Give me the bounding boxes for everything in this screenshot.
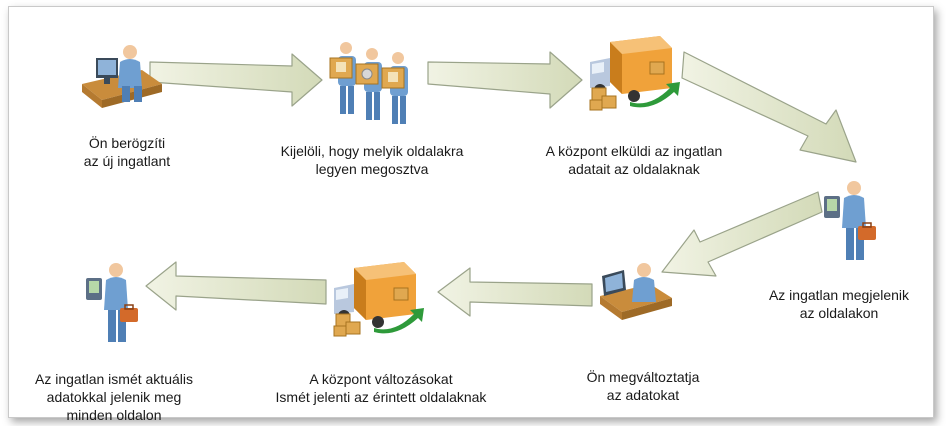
delivery-truck-icon-2 [333,262,424,337]
desk-user-icon-2 [600,263,672,320]
step6-line2: Ismét jelenti az érintett oldalaknak [275,389,487,405]
step4-label: Az ingatlan megjelenik az oldalakon [756,286,922,322]
step2-line1: Kijelöli, hogy melyik oldalakra [280,143,464,159]
flow-arrow-6 [145,261,327,311]
step1-line1: Ön berögzíti [88,135,166,151]
delivery-truck-icon [589,36,680,111]
step4-line1: Az ingatlan megjelenik [768,287,910,303]
step5-line1: Ön megváltoztatja [586,369,700,385]
step7-line1: Az ingatlan ismét aktuális [35,371,193,387]
step1-label: Ön berögzíti az új ingatlant [52,134,202,170]
user-phone-icon-2 [86,263,138,342]
step2-label: Kijelöli, hogy melyik oldalakra legyen m… [262,142,482,178]
flow-arrow-4 [661,191,823,277]
step4-line2: az oldalakon [799,305,879,321]
flow-arrow-3 [681,51,857,163]
step3-label: A központ elküldi az ingatlan adatait az… [514,142,754,178]
step3-line2: adatait az oldalaknak [568,161,700,177]
step2-line2: legyen megosztva [315,161,429,177]
step5-label: Ön megváltoztatja az adatokat [568,368,718,404]
step6-line1: A központ változásokat [309,371,453,387]
people-boxes-icon [329,42,408,124]
step3-line1: A központ elküldi az ingatlan [545,143,723,159]
desk-user-icon [82,45,162,108]
flow-arrow-1 [149,53,323,107]
step6-label: A központ változásokat Ismét jelenti az … [246,370,516,406]
flow-arrow-2 [427,51,583,109]
step7-line3: minden oldalon [66,407,162,423]
step7-label: Az ingatlan ismét aktuális adatokkal jel… [14,370,214,424]
user-phone-icon [824,181,876,260]
step7-line2: adatokkal jelenik meg [46,389,182,405]
flow-arrow-5 [437,267,593,317]
step5-line2: az adatokat [606,387,680,403]
step1-line2: az új ingatlant [83,153,171,169]
